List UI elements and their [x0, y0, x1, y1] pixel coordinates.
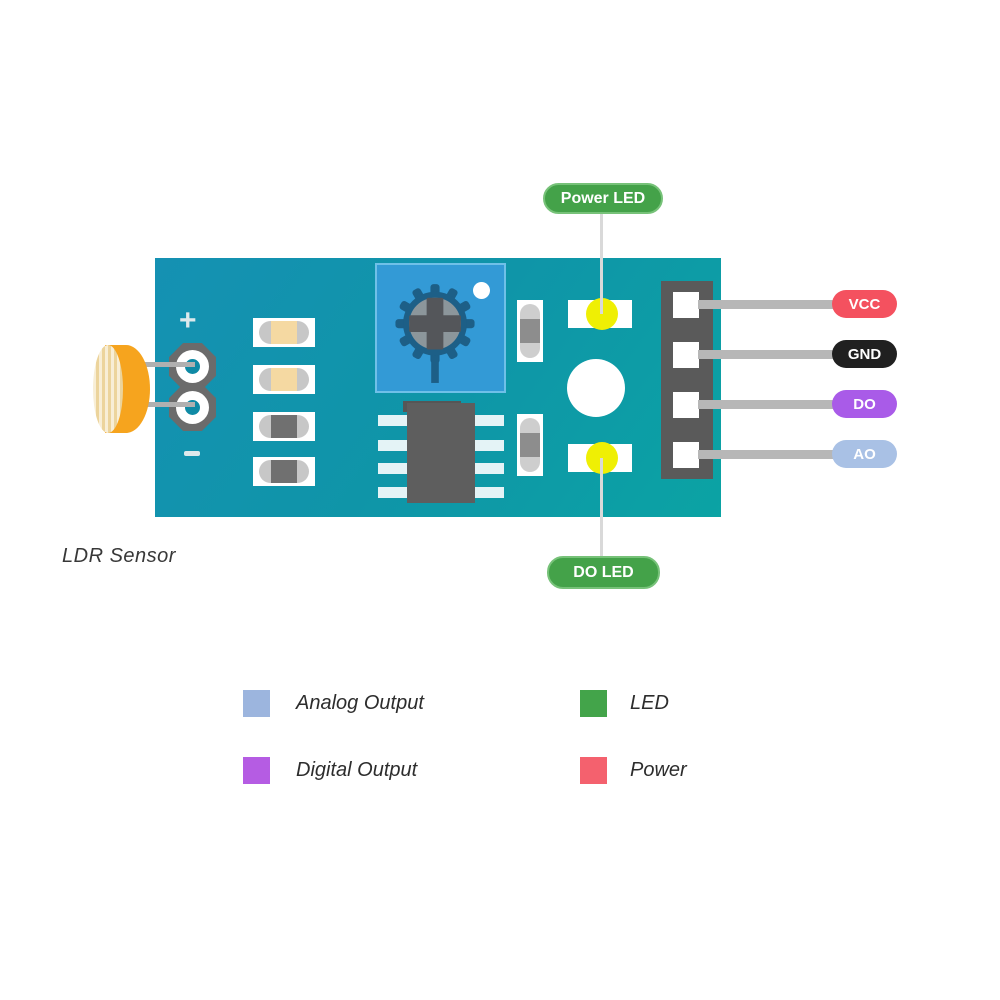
header-pin-gnd: [673, 342, 699, 368]
smd-resistor-1: [253, 318, 315, 347]
pin-label-vcc: VCC: [832, 290, 897, 318]
legend-swatch-digital: [243, 757, 270, 784]
legend-swatch-led: [580, 690, 607, 717]
ic-chip: [407, 403, 475, 503]
header-pin-vcc: [673, 292, 699, 318]
smd-resistor-4: [253, 457, 315, 486]
resistor-band: [259, 415, 309, 438]
pot-marker-dot: [473, 282, 490, 299]
smd-capacitor-2: [517, 414, 543, 476]
ldr-face: [93, 345, 123, 433]
ldr-lead-bottom: [140, 402, 195, 407]
legend-label-analog: Analog Output: [296, 692, 424, 714]
legend-item-led: LED: [580, 690, 669, 717]
ic-pin: [378, 487, 408, 498]
legend-swatch-power: [580, 757, 607, 784]
solder-pad-negative: [169, 384, 216, 431]
ldr-component: [93, 345, 150, 433]
resistor-band: [259, 368, 309, 391]
capacitor-band: [520, 304, 540, 358]
capacitor-band: [520, 418, 540, 472]
legend-label-power: Power: [630, 759, 687, 781]
ic-pin: [474, 415, 504, 426]
header-pin-ao: [673, 442, 699, 468]
smd-resistor-3: [253, 412, 315, 441]
legend-label-digital: Digital Output: [296, 759, 418, 781]
legend-label-led: LED: [630, 692, 669, 714]
do-led-callout-line: [600, 458, 603, 557]
pin-header: [661, 281, 713, 479]
header-pin-do: [673, 392, 699, 418]
wire-vcc: [698, 300, 848, 309]
ic-pin: [474, 487, 504, 498]
legend-swatch-analog: [243, 690, 270, 717]
power-led-callout-line: [600, 212, 603, 314]
ic-pin: [474, 463, 504, 474]
ldr-lead-top: [140, 362, 195, 367]
diagram-caption: LDR Sensor: [62, 545, 176, 567]
potentiometer-screw-icon: [395, 284, 475, 383]
legend-item-analog: Analog Output: [243, 690, 424, 717]
mounting-hole: [567, 359, 625, 417]
ic-pin: [378, 415, 408, 426]
wire-do: [698, 400, 848, 409]
legend-item-digital: Digital Output: [243, 757, 417, 784]
ic-pin: [378, 463, 408, 474]
pin-label-gnd: GND: [832, 340, 897, 368]
legend-item-power: Power: [580, 757, 687, 784]
do-led-callout: DO LED: [547, 556, 660, 589]
smd-capacitor-1: [517, 300, 543, 362]
minus-symbol: [184, 451, 200, 456]
plus-symbol: +: [179, 304, 197, 337]
potentiometer: [375, 263, 506, 393]
smd-resistor-2: [253, 365, 315, 394]
wire-gnd: [698, 350, 848, 359]
resistor-band: [259, 460, 309, 483]
pin-label-ao: AO: [832, 440, 897, 468]
sensor-board: +: [155, 258, 721, 517]
pin-label-do: DO: [832, 390, 897, 418]
resistor-band: [259, 321, 309, 344]
ic-pin: [378, 440, 408, 451]
ic-pin: [474, 440, 504, 451]
pad-ring: [176, 391, 209, 424]
power-led-callout: Power LED: [543, 183, 663, 214]
wire-ao: [698, 450, 848, 459]
